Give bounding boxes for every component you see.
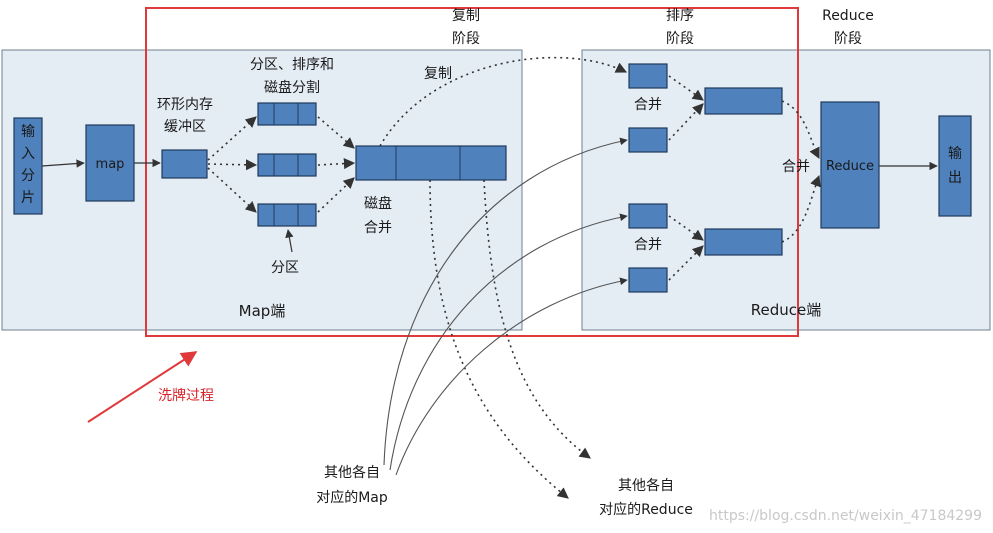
sort-phase-label-1: 排序 bbox=[666, 8, 694, 24]
arrow-r4-to-merged-bottom bbox=[668, 245, 704, 281]
reduce-input-block-1 bbox=[628, 63, 668, 89]
reduce-input-block-2 bbox=[628, 127, 668, 153]
ring-buffer-label-2: 缓冲区 bbox=[164, 119, 206, 135]
merge-label-bottom: 合并 bbox=[634, 237, 662, 253]
arrow-merged-top-to-reduce bbox=[781, 100, 820, 160]
watermark: https://blog.csdn.net/weixin_47184299 bbox=[709, 508, 982, 524]
partition-block-3 bbox=[257, 203, 317, 227]
output-label-2: 出 bbox=[948, 170, 962, 186]
reduce-phase-label-1: Reduce bbox=[822, 8, 874, 24]
copy-arrow-label: 复制 bbox=[424, 65, 452, 82]
arrow-other-map-to-r2 bbox=[383, 137, 628, 466]
reduce-side-label: Reduce端 bbox=[751, 301, 821, 319]
disk-merge-block bbox=[355, 145, 507, 181]
shuffle-arrow bbox=[87, 351, 198, 423]
arrow-r2-to-merged-top bbox=[668, 103, 704, 141]
sort-phase-label-2: 阶段 bbox=[666, 31, 694, 47]
input-split-label-1: 输 bbox=[21, 124, 35, 140]
arrow-to-other-reduce-1 bbox=[429, 179, 569, 499]
merged-block-bottom bbox=[704, 228, 783, 256]
arrow-partition-label bbox=[285, 229, 294, 253]
shuffle-highlight-box bbox=[145, 7, 799, 337]
arrow-other-map-to-r4 bbox=[395, 277, 628, 476]
arrow-r3-to-merged-bottom bbox=[668, 215, 704, 241]
partition-sort-spill-label-1: 分区、排序和 bbox=[250, 57, 334, 73]
map-block-label: map bbox=[96, 157, 125, 172]
partition-label: 分区 bbox=[271, 260, 299, 276]
disk-merge-label-1: 磁盘 bbox=[364, 195, 392, 212]
reduce-block-label: Reduce bbox=[826, 159, 874, 174]
reduce-input-block-4 bbox=[628, 267, 668, 293]
merged-block-top bbox=[704, 87, 783, 115]
map-side-panel bbox=[1, 49, 523, 331]
arrow-r1-to-merged-top bbox=[668, 75, 704, 101]
partition-block-2 bbox=[257, 153, 317, 177]
reduce-block bbox=[820, 101, 880, 229]
arrow-input-to-map bbox=[41, 159, 85, 168]
arrow-buffer-to-partition-2 bbox=[207, 159, 258, 171]
arrow-partition-2-to-merge bbox=[317, 157, 356, 170]
partition-sort-spill-label-2: 磁盘分割 bbox=[264, 79, 320, 96]
merge-label-right: 合并 bbox=[782, 159, 810, 175]
copy-phase-label-2: 阶段 bbox=[452, 31, 480, 47]
reduce-input-block-3 bbox=[628, 203, 668, 229]
arrow-to-other-reduce-2 bbox=[483, 179, 591, 459]
input-split-label-3: 分 bbox=[21, 168, 35, 184]
arrow-partition-1-to-merge bbox=[317, 116, 355, 149]
shuffle-label: 洗牌过程 bbox=[158, 387, 214, 404]
input-split-label-4: 片 bbox=[21, 190, 35, 206]
reduce-phase-label-2: 阶段 bbox=[834, 31, 862, 47]
arrow-other-map-to-r3 bbox=[389, 213, 628, 471]
other-reduces-label-1: 其他各自 bbox=[618, 478, 674, 494]
ring-buffer-block bbox=[161, 149, 208, 179]
other-reduces-label-2: 对应的Reduce bbox=[599, 501, 693, 518]
other-maps-label-1: 其他各自 bbox=[324, 465, 380, 481]
ring-buffer-label-1: 环形内存 bbox=[157, 97, 213, 113]
map-side-label: Map端 bbox=[239, 302, 286, 320]
input-split-label-2: 入 bbox=[21, 146, 35, 162]
arrow-buffer-to-partition-3 bbox=[207, 167, 257, 213]
partition-block-1 bbox=[257, 102, 317, 126]
output-label-1: 输 bbox=[948, 146, 962, 162]
arrow-partition-3-to-merge bbox=[317, 177, 355, 213]
other-maps-label-2: 对应的Map bbox=[316, 489, 388, 506]
arrow-merged-bottom-to-reduce bbox=[781, 174, 821, 243]
disk-merge-label-2: 合并 bbox=[364, 220, 392, 236]
input-split-block bbox=[13, 117, 43, 215]
output-block bbox=[938, 115, 972, 217]
merge-label-top: 合并 bbox=[634, 97, 662, 113]
arrow-copy-to-reduce bbox=[379, 56, 628, 147]
copy-phase-label-1: 复制 bbox=[452, 7, 480, 24]
